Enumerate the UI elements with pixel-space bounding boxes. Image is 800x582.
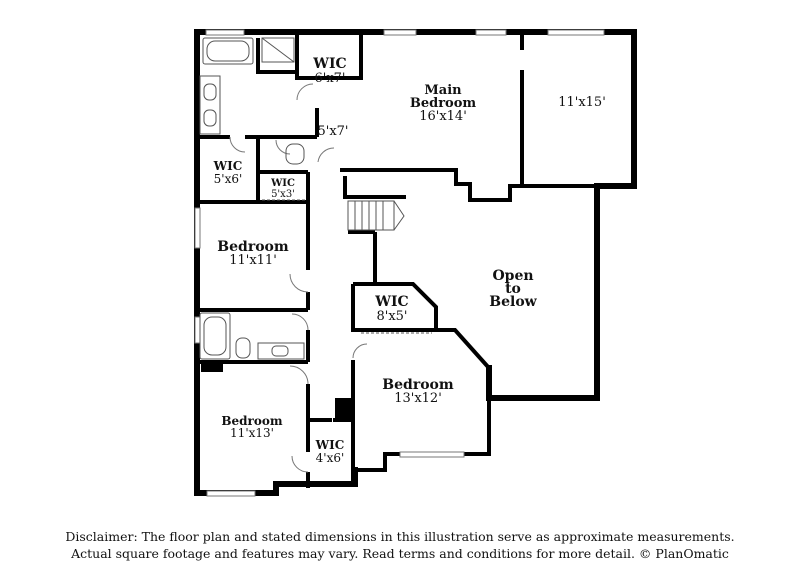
disclaimer: Disclaimer: The floor plan and stated di… <box>0 528 800 562</box>
windows <box>194 29 605 497</box>
wic-left-dim: 5'x6' <box>214 172 243 186</box>
shower <box>261 37 295 63</box>
wic-left-label: WIC <box>213 159 243 173</box>
open-below-label-2: to <box>505 281 521 297</box>
bedroom-c-label: Bedroom <box>221 414 282 428</box>
disclaimer-line-2: Actual square footage and features may v… <box>71 546 729 561</box>
bathtub <box>202 37 254 65</box>
door-swings <box>229 83 368 473</box>
hall-dim: 5'x7' <box>317 124 348 139</box>
open-below-label-1: Open <box>492 268 533 284</box>
wic-mid-label: WIC <box>374 294 408 310</box>
wic-top-dim: 6'x7' <box>314 71 345 86</box>
wic-bottom-dim: 4'x6' <box>316 451 345 465</box>
interior-walls <box>200 32 597 488</box>
vanity-2 <box>257 342 305 360</box>
toilet-2 <box>235 337 251 359</box>
bedroom-b-dim: 13'x12' <box>394 391 442 406</box>
bedroom-a-dim: 11'x11' <box>229 253 277 268</box>
wic-small-dim: 5'x3' <box>271 189 295 200</box>
main-bedroom-label-2: Bedroom <box>410 96 477 111</box>
bedroom-b-label: Bedroom <box>382 377 454 393</box>
room-labels: WIC 6'x7' Main Bedroom 16'x14' 11'x15' 5… <box>213 56 606 465</box>
structural-columns <box>201 360 351 420</box>
disclaimer-line-1: Disclaimer: The floor plan and stated di… <box>65 529 735 544</box>
fixtures <box>199 37 432 360</box>
bathtub-2 <box>199 312 231 360</box>
wic-mid-dim: 8'x5' <box>376 309 407 324</box>
wic-bottom-label: WIC <box>315 438 345 452</box>
bedroom-c-dim: 11'x13' <box>230 426 274 440</box>
toilet <box>285 143 305 165</box>
wic-top-label: WIC <box>312 56 346 72</box>
sitting-area-dim: 11'x15' <box>558 95 606 110</box>
stairs <box>347 200 405 231</box>
main-bedroom-label-1: Main <box>424 83 462 98</box>
main-bedroom-dim: 16'x14' <box>419 109 467 124</box>
vanity <box>199 75 221 135</box>
open-below-label-3: Below <box>489 294 537 310</box>
wic-small-label: WIC <box>270 178 295 189</box>
bedroom-a-label: Bedroom <box>217 239 289 255</box>
